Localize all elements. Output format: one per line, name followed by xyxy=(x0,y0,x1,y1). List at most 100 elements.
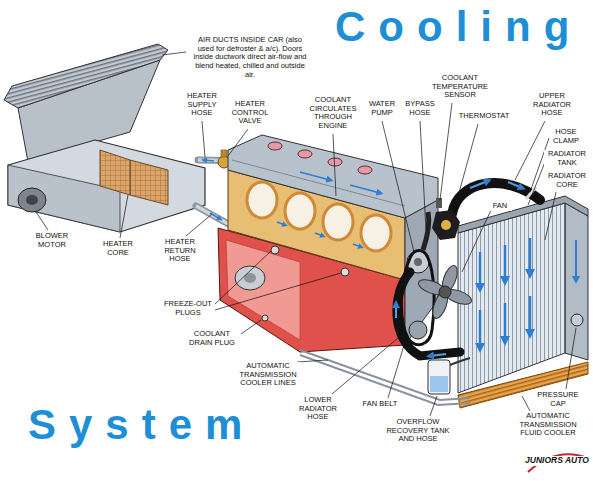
flow-arrow xyxy=(508,182,522,188)
part-label: COOLANT DRAIN PLUG xyxy=(185,330,239,347)
flow-arrow xyxy=(479,310,482,348)
title-text: Cooling xyxy=(335,4,582,50)
alternator xyxy=(235,266,265,290)
intake-port xyxy=(358,166,372,174)
head-ridge xyxy=(232,160,405,206)
thermostat-housing xyxy=(432,210,460,240)
part-label: HEATER CORE xyxy=(100,240,136,257)
leader-line xyxy=(440,103,452,200)
part-label: RADIATOR CORE xyxy=(544,172,590,189)
pressure-cap xyxy=(571,314,583,326)
flow-arrow xyxy=(504,303,507,341)
engine-block-face xyxy=(226,240,300,340)
overflow-coolant xyxy=(430,376,448,392)
flow-arrow xyxy=(210,213,220,219)
leader-line xyxy=(120,195,128,238)
leader-line xyxy=(566,328,576,389)
leader-line xyxy=(430,396,437,416)
part-label: AUTOMATIC TRANSMISSION COOLER LINES xyxy=(235,362,301,388)
flow-arrow xyxy=(504,245,507,281)
part-label: UPPER RADIATOR HOSE xyxy=(529,92,575,118)
note-text: AIR DUCTS INSIDE CAR (also used for defr… xyxy=(190,36,310,79)
leader-line xyxy=(522,396,530,411)
part-label: FAN xyxy=(488,202,512,211)
leader-line xyxy=(241,320,261,334)
flow-arrow xyxy=(479,252,482,288)
part-label: BYPASS HOSE xyxy=(402,100,438,117)
intake-port xyxy=(328,158,342,166)
flow-arrow xyxy=(529,296,532,334)
cylinder-head xyxy=(228,135,438,218)
blower-hub xyxy=(26,195,38,205)
flow-arrow xyxy=(277,222,285,225)
part-label: FREEZE-OUT PLUGS xyxy=(162,300,214,317)
part-label: COOLANT CIRCULATES THROUGH ENGINE xyxy=(306,96,360,131)
overflow-hose xyxy=(450,358,470,365)
leader-line xyxy=(515,121,545,180)
part-label: HEATER RETURN HOSE xyxy=(160,238,200,264)
leader-line xyxy=(382,121,414,252)
fan-belt xyxy=(401,251,434,345)
part-label: BLOWER MOTOR xyxy=(34,232,70,249)
part-label: FAN BELT xyxy=(358,400,402,409)
leader-line xyxy=(202,121,205,157)
blower-motor xyxy=(18,188,46,212)
flow-arrow xyxy=(395,304,397,318)
part-label: PRESSURE CAP xyxy=(535,391,581,408)
drain-plug xyxy=(262,315,268,321)
heater-box xyxy=(8,140,205,232)
leader-line xyxy=(388,342,405,398)
cylinder xyxy=(361,215,391,251)
leader-line xyxy=(332,338,398,394)
water-pump-hub xyxy=(414,258,422,266)
flow-arrow xyxy=(353,244,361,247)
heater-core xyxy=(100,150,130,195)
flow-arrow xyxy=(529,238,532,274)
part-label: HEATER SUPPLY HOSE xyxy=(183,92,221,118)
intake-port xyxy=(298,150,312,158)
leader-line xyxy=(333,134,336,196)
valve-actuator xyxy=(221,150,227,157)
watermark-logo: JUNIORS AUTO xyxy=(524,456,590,466)
leader-line xyxy=(452,124,478,218)
flow-arrow xyxy=(204,160,214,161)
part-label: OVERFLOW RECOVERY TANK AND HOSE xyxy=(383,418,453,444)
freeze-plug xyxy=(271,246,279,254)
radiator-side-tank xyxy=(565,203,588,360)
part-label: THERMOSTAT xyxy=(454,112,514,121)
flow-arrow xyxy=(470,181,488,188)
leader-line xyxy=(228,129,248,156)
part-label: LOWER RADIATOR HOSE xyxy=(295,396,341,422)
leader-line xyxy=(420,121,426,230)
cylinder xyxy=(285,193,315,229)
part-label: HEATER CONTROL VALVE xyxy=(228,100,272,126)
part-label: HOSE CLAMP xyxy=(551,128,581,145)
overflow-tank xyxy=(428,360,450,394)
transmission-cooler-line xyxy=(300,350,470,400)
cylinder xyxy=(323,204,353,240)
radiator-top-tank xyxy=(458,196,588,233)
radiator-core xyxy=(458,203,565,393)
flow-arrow xyxy=(300,172,330,180)
upper-radiator-hose xyxy=(452,183,540,214)
leader-line xyxy=(462,208,492,272)
leader-line xyxy=(215,273,341,310)
temperature-sensor xyxy=(436,198,442,208)
heater-core xyxy=(130,160,168,205)
freeze-plug xyxy=(341,268,349,276)
fan-hub xyxy=(439,286,451,298)
flow-arrow xyxy=(350,185,380,193)
cylinder xyxy=(247,182,277,218)
flow-arrow xyxy=(315,233,323,236)
leader-line xyxy=(162,52,186,55)
bypass-hose xyxy=(423,212,429,250)
fan xyxy=(417,264,474,321)
flow-arrow xyxy=(575,240,577,280)
thermostat xyxy=(441,220,451,230)
leader-line xyxy=(186,214,212,236)
title-text: System xyxy=(28,402,255,448)
leader-line xyxy=(297,360,328,362)
part-label: RADIATOR TANK xyxy=(544,150,590,167)
leader-line xyxy=(528,162,545,205)
